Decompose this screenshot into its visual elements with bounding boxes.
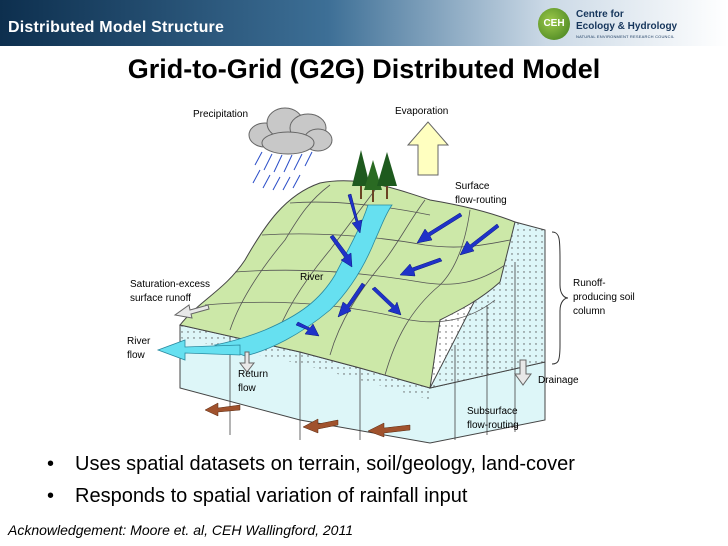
soil-dotted-right <box>430 222 545 388</box>
logo-line-2: Ecology & Hydrology <box>576 21 678 32</box>
header-bar: Distributed Model Structure <box>0 0 728 46</box>
bullet-text: Uses spatial datasets on terrain, soil/g… <box>75 453 575 475</box>
drainage-arrow <box>514 359 532 386</box>
rain-cloud <box>248 107 333 155</box>
acknowledgement: Acknowledgement: Moore et. al, CEH Walli… <box>8 522 353 538</box>
logo-line-3: NATURAL ENVIRONMENT RESEARCH COUNCIL <box>576 34 675 39</box>
label-saturation-1: Saturation-excess <box>130 279 211 290</box>
label-surface-routing-1: Surface <box>455 181 490 192</box>
label-drainage: Drainage <box>538 375 579 386</box>
section-title: Distributed Model Structure <box>8 19 225 36</box>
label-return-flow-1: Return <box>238 369 269 380</box>
return-flow-arrow <box>238 351 256 373</box>
label-precipitation: Precipitation <box>193 109 249 120</box>
bullet-dot-icon: • <box>47 453 55 475</box>
logo-line-1: Centre for <box>576 9 624 20</box>
label-subsurface-1: Subsurface <box>467 406 518 417</box>
label-evaporation: Evaporation <box>395 106 449 117</box>
label-runoff-soil-3: column <box>573 306 606 317</box>
rain-streaks <box>252 151 313 191</box>
river-flow-arrow <box>156 339 241 361</box>
bullet-text: Responds to spatial variation of rainfal… <box>75 485 468 507</box>
bullet-item: • Uses spatial datasets on terrain, soil/… <box>45 453 575 476</box>
label-surface-routing-2: flow-routing <box>455 195 507 206</box>
ceh-logo: CEH Centre for Ecology & Hydrology NATUR… <box>538 6 728 42</box>
label-saturation-2: surface runoff <box>130 293 191 304</box>
saturation-runoff-arrow <box>173 304 210 319</box>
label-river: River <box>300 272 324 283</box>
label-return-flow-2: flow <box>238 383 256 394</box>
bullet-dot-icon: • <box>47 485 55 507</box>
surface-flow-arrows <box>295 193 500 337</box>
terrain-grid <box>204 184 511 376</box>
ceh-logo-icon: CEH <box>538 8 570 40</box>
label-runoff-soil-2: producing soil <box>573 292 635 303</box>
label-river-flow-2: flow <box>127 350 145 361</box>
soil-column-bracket <box>551 231 569 365</box>
evaporation-arrow <box>406 121 450 176</box>
subsurface-flow-arrows <box>204 402 411 438</box>
bullet-list: • Uses spatial datasets on terrain, soil/… <box>45 453 575 517</box>
slide-title: Grid-to-Grid (G2G) Distributed Model <box>127 54 601 84</box>
label-subsurface-2: flow-routing <box>467 420 519 431</box>
label-runoff-soil-1: Runoff- <box>573 278 606 289</box>
trees <box>352 150 397 202</box>
label-river-flow-1: River <box>127 336 151 347</box>
logo-badge: CEH <box>543 18 565 29</box>
bullet-item: • Responds to spatial variation of rainfa… <box>45 485 575 508</box>
